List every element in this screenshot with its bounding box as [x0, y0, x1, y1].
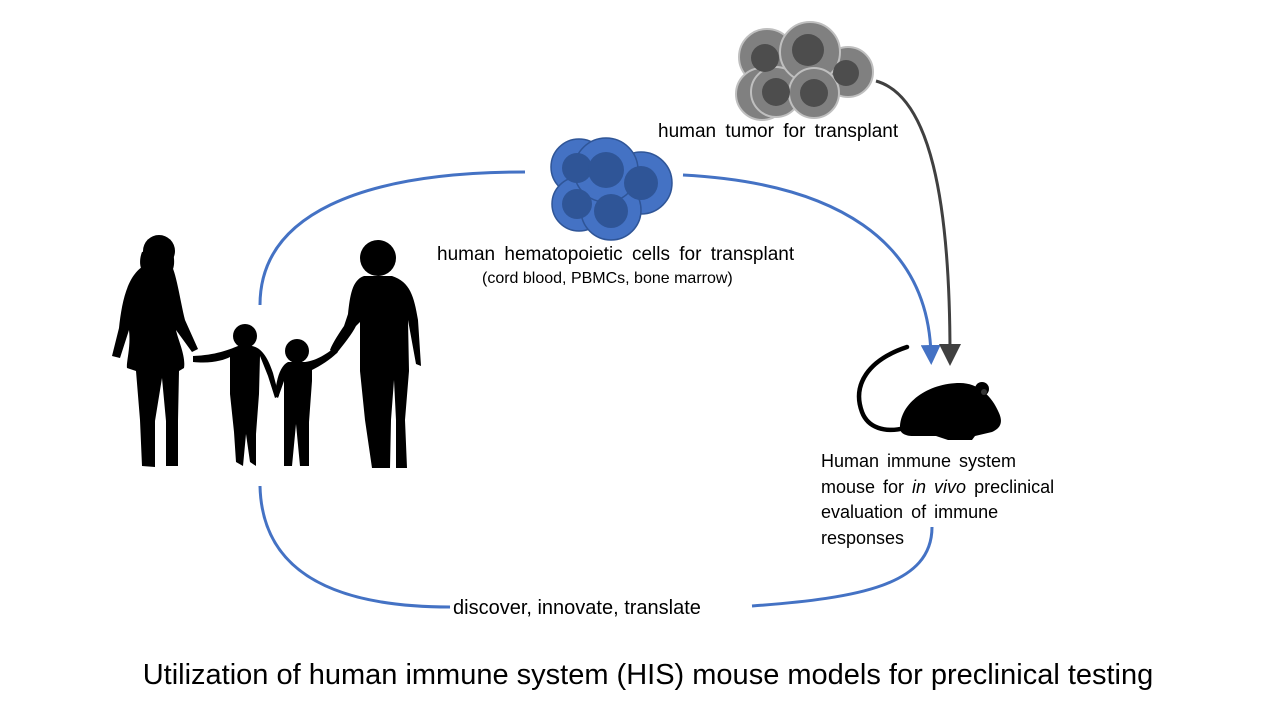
his-mouse-label-line-2: mouse for in vivo preclinical: [821, 475, 1054, 501]
his-mouse-label-line-1: Human immune system: [821, 451, 1017, 471]
family-silhouette-icon: [112, 235, 421, 468]
hematopoietic-cells-sources-label: (cord blood, PBMCs, bone marrow): [482, 270, 733, 287]
his-mouse-label-line-3: evaluation of immune: [821, 502, 999, 522]
cycle-label: discover, innovate, translate: [453, 597, 701, 619]
cycle-arc-bottom-left: [258, 485, 451, 609]
cycle-arc-bottom-right: [751, 526, 934, 608]
his-mouse-label-line-2-pre: mouse for: [821, 476, 913, 497]
his-mouse-label: Human immune system mouse for in vivo pr…: [821, 449, 1054, 551]
tumor-arrow-to-mouse: [875, 79, 961, 366]
his-mouse-label-line-4: responses: [821, 527, 905, 548]
his-mouse-label-line-2-post: preclinical: [966, 476, 1055, 497]
mouse-icon: [856, 344, 1001, 440]
figure-caption: Utilization of human immune system (HIS)…: [142, 659, 1154, 691]
cycle-arrow-to-mouse: [682, 173, 941, 365]
cycle-arc-upper-left: [258, 170, 526, 306]
hematopoietic-cells-icon: [550, 137, 673, 241]
his-mouse-label-in-vivo: in vivo: [912, 476, 967, 497]
tumor-label: human tumor for transplant: [658, 121, 899, 142]
tumor-cells-icon: [735, 21, 874, 121]
hematopoietic-cells-label: human hematopoietic cells for transplant: [437, 244, 795, 265]
